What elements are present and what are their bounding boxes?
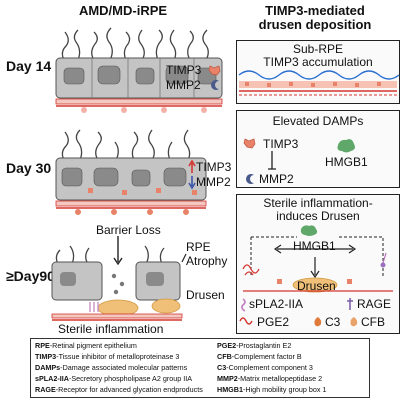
legend-item: DAMPs-Damage associated molecular patter… — [35, 363, 188, 372]
day30-rpe-illustration — [55, 129, 207, 215]
panel2-mmp2-label: MMP2 — [259, 172, 294, 186]
right-title-line1: TIMP3-mediated — [265, 3, 365, 18]
mmp2-icon — [211, 80, 219, 90]
day90-cell-left — [51, 261, 103, 301]
legend-item: CFB-Complement factor B — [217, 352, 302, 361]
rpe-label: RPE — [186, 240, 211, 254]
spla2-icon — [241, 298, 246, 312]
panel1-title-line2: TIMP3 accumulation — [263, 55, 373, 69]
day14-timp3-label: TIMP3 — [166, 63, 202, 77]
day14-rpe-illustration — [55, 27, 223, 113]
panel1-title-line1: Sub-RPE — [292, 42, 344, 56]
right-title-line2: drusen deposition — [258, 17, 372, 32]
day30-mmp2-label: MMP2 — [196, 175, 231, 189]
timp3-icon — [208, 65, 221, 76]
day90-drusen-deposit — [97, 298, 181, 317]
panel-elevated-damps: Elevated DAMPs TIMP3 MMP2 HMGB1 — [236, 110, 400, 188]
panel1-membrane-illustration — [238, 70, 400, 96]
legend-item: sPLA2-IIA-Secretory phospholipase A2 gro… — [35, 374, 193, 383]
timp3-up-arrow-icon — [188, 159, 196, 173]
panel3-cfb-label: CFB — [361, 315, 385, 329]
legend-item: MMP2-Matrix metallopeptidase 2 — [217, 374, 323, 383]
day-14-label: Day 14 — [6, 58, 52, 74]
panel1-timp3-band — [239, 81, 397, 88]
panel2-title: Elevated DAMPs — [272, 114, 364, 128]
panel1-blue-wave — [238, 70, 400, 80]
panel2-timp3-icon — [243, 138, 256, 149]
panel3-pge2-label: PGE2 — [257, 315, 290, 329]
drusen-label: Drusen — [186, 288, 225, 302]
panel1-title: Sub-RPE TIMP3 accumulation — [237, 43, 399, 69]
panel2-timp3-label: TIMP3 — [263, 137, 299, 151]
day14-bruch-membrane — [55, 98, 223, 105]
c3-icon — [314, 317, 322, 327]
pge2-icon — [239, 317, 253, 325]
legend-item: PGE2-Prostaglantin E2 — [217, 341, 292, 350]
panel3-c3-label: C3 — [325, 315, 341, 329]
legend-item: C3-Complement component 3 — [217, 363, 313, 372]
panel3-spla2-label: sPLA2-IIA — [249, 297, 304, 311]
panel3-title-line2: induces Drusen — [276, 209, 360, 223]
day14-microvilli — [61, 27, 209, 61]
day-30-label: Day 30 — [6, 160, 52, 176]
panel-sterile-inflammation: Sterile inflammation- induces Drusen HMG… — [236, 194, 400, 334]
right-title: TIMP3-mediated drusen deposition — [232, 4, 398, 32]
rage-icon — [347, 298, 353, 310]
panel2-hmgb1-icon — [337, 139, 355, 153]
cfb-icon — [350, 317, 358, 327]
panel3-drusen-label: Drusen — [297, 279, 336, 293]
panel3-rage-label: RAGE — [357, 297, 392, 311]
day90-microvilli — [55, 245, 165, 265]
panel2-mmp2-icon — [246, 174, 254, 184]
abbreviation-legend: RPE-Retinal pigment epithelium TIMP3-Tis… — [30, 338, 370, 398]
day30-microvilli — [61, 129, 191, 161]
day90-bruch-membrane — [51, 313, 183, 319]
inhibition-arrow-icon — [268, 151, 276, 170]
panel3-title-line1: Sterile inflammation- — [263, 196, 373, 210]
sterile-inflammation-label: Sterile inflammation — [58, 322, 164, 336]
day-90-label: ≥Day90 — [6, 268, 55, 284]
panel-sub-rpe-timp3: Sub-RPE TIMP3 accumulation — [236, 40, 400, 104]
panel3-cycle-illustration — [242, 225, 393, 293]
legend-item: HMGB1-High mobility group box 1 — [217, 385, 327, 394]
legend-item: TIMP3-Tissue inhibitor of metalloprotein… — [35, 352, 180, 361]
day30-timp3-label: TIMP3 — [196, 160, 232, 174]
barrier-loss-label: Barrier Loss — [96, 223, 161, 237]
left-title: AMD/MD-iRPE — [78, 3, 168, 18]
panel3-hmgb1-label: HMGB1 — [293, 239, 336, 253]
legend-item: RPE-Retinal pigment epithelium — [35, 341, 137, 350]
panel3-title: Sterile inflammation- induces Drusen — [237, 197, 399, 223]
mmp2-down-arrow-icon — [188, 176, 196, 190]
day30-bruch-membrane — [55, 200, 207, 207]
day90-rpe-illustration — [51, 236, 187, 321]
panel2-hmgb1-label: HMGB1 — [325, 155, 368, 169]
legend-item: RAGE-Receptor for advanced glycation end… — [35, 385, 203, 394]
atrophy-label: Atrophy — [186, 254, 228, 268]
day14-mmp2-label: MMP2 — [166, 78, 201, 92]
